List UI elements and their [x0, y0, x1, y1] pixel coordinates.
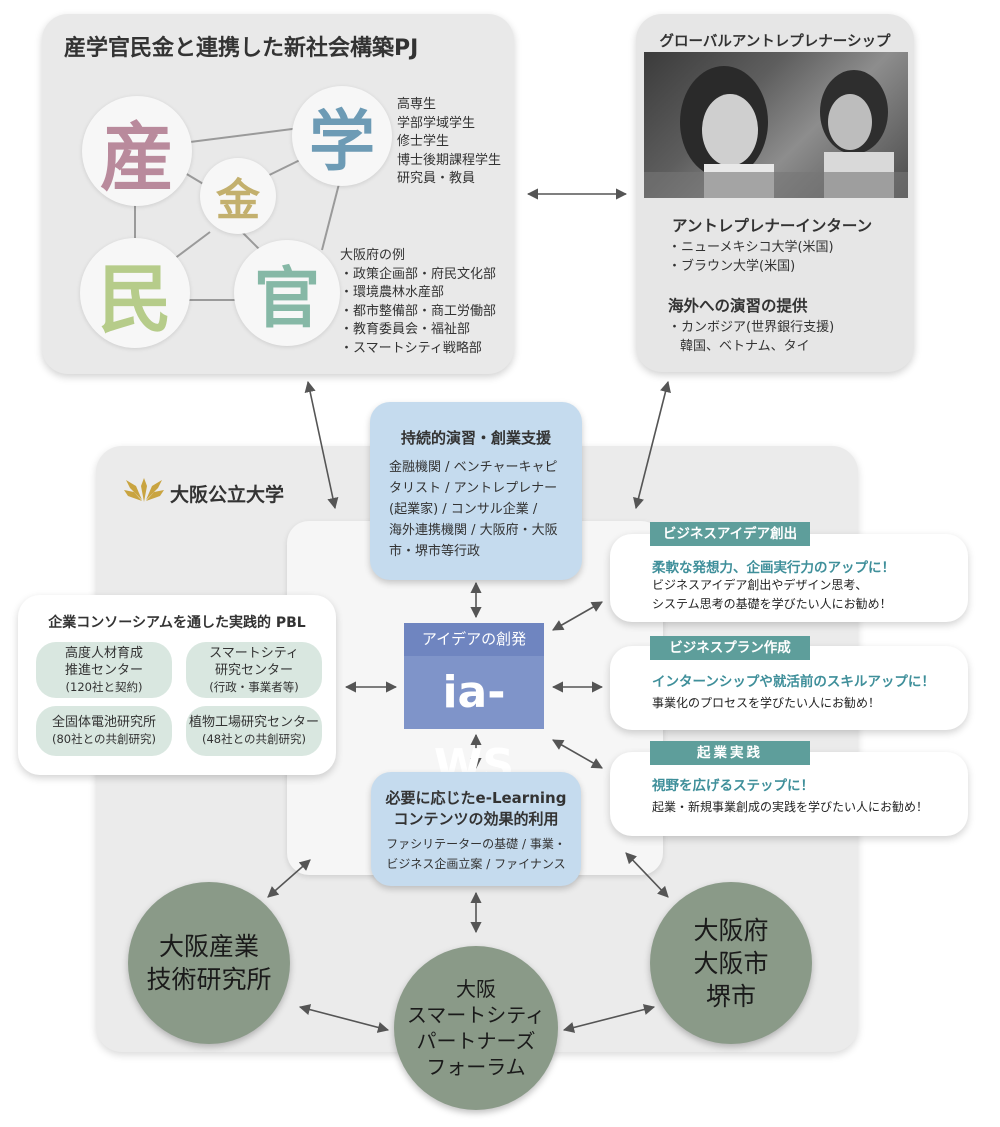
global-title: グローバルアントレプレナーシップ [659, 34, 891, 50]
pbl-item: 高度人材育成 推進センター (120社と契約) [36, 642, 172, 698]
iaws-title: ia-WS [433, 667, 515, 791]
idea-card-text: ビジネスアイデア創出やデザイン思考、 システム思考の基礎を学びたい人にお勧め！ [652, 578, 892, 611]
char-kan: 官 [254, 260, 320, 337]
startup-card-head: 視野を広げるステップに！ [652, 778, 814, 794]
plan-card-head: インターンシップや就活前のスキルアップに！ [652, 674, 935, 690]
gaku-list: 高専生 学部学域学生 修士学生 博士後期課程学生 研究員・教員 [397, 97, 502, 186]
char-san-circle: 産 [82, 96, 192, 206]
iaws-label: アイデアの創発 [404, 623, 544, 656]
pbl-item: 全固体電池研究所 (80社との共創研究) [36, 706, 172, 756]
char-kin: 金 [216, 175, 260, 226]
support-title: 持続的演習・創業支援 [400, 429, 551, 447]
overseas-heading: 海外への演習の提供 [668, 297, 808, 315]
startup-card [610, 752, 968, 836]
student-photo-art [644, 66, 908, 198]
char-san: 産 [100, 114, 174, 201]
student-photo [644, 52, 908, 198]
intern-heading: アントレプレナーインターン [672, 217, 873, 235]
pbl-item: スマートシティ 研究センター (行政・事業者等) [186, 642, 322, 698]
char-kin-circle: 金 [200, 158, 276, 234]
overseas-list: ・カンボジア(世界銀行支援) 韓国、ベトナム、タイ [668, 320, 835, 354]
char-min: 民 [98, 256, 172, 343]
intern-list: ・ニューメキシコ大学(米国) ・ブラウン大学(米国) [668, 240, 834, 274]
idea-card [610, 534, 968, 622]
support-box [370, 402, 582, 580]
startup-card-tag: 起業実践 [650, 741, 810, 765]
char-gaku: 学 [309, 103, 375, 180]
startup-card-text: 起業・新規事業創成の実践を学びたい人にお勧め！ [652, 800, 929, 814]
osaka-list: 大阪府の例 ・政策企画部・府民文化部 ・環境農林水産部 ・都市整備部・商工労働部… [340, 248, 497, 356]
university-logo-icon [124, 478, 164, 502]
industrial-research-circle: 大阪産業 技術研究所 [128, 882, 290, 1044]
char-gaku-circle: 学 [292, 86, 392, 186]
osaka-heading: 大阪府の例 [340, 248, 406, 263]
idea-card-head: 柔軟な発想力、企画実行力のアップに！ [652, 560, 895, 576]
pbl-item: 植物工場研究センター (48社との共創研究) [186, 706, 322, 756]
panel-title: 産学官民金と連携した新社会構築PJ [64, 36, 419, 61]
elearning-box [371, 772, 581, 886]
elearning-text: ファシリテーターの基礎 / 事業・ ビジネス企画立案 / ファイナンス [386, 837, 566, 871]
support-text: 金融機関 / ベンチャーキャピ タリスト / アントレプレナー (起業家) / … [389, 460, 558, 559]
elearning-title: 必要に応じたe-Learning コンテンツの効果的利用 [385, 789, 567, 828]
plan-card-text: 事業化のプロセスを学びたい人にお勧め！ [652, 696, 881, 710]
plan-card-tag: ビジネスプラン作成 [650, 636, 810, 660]
plan-card [610, 646, 968, 730]
osaka-gov-circle: 大阪府 大阪市 堺市 [650, 882, 812, 1044]
char-kan-circle: 官 [234, 240, 340, 346]
idea-card-tag: ビジネスアイデア創出 [650, 522, 810, 546]
char-min-circle: 民 [80, 238, 190, 348]
smartcity-forum-circle: 大阪 スマートシティ パートナーズ フォーラム [394, 946, 558, 1110]
pbl-title: 企業コンソーシアムを通した実践的 PBL [48, 615, 306, 631]
university-name: 大阪公立大学 [170, 484, 285, 506]
